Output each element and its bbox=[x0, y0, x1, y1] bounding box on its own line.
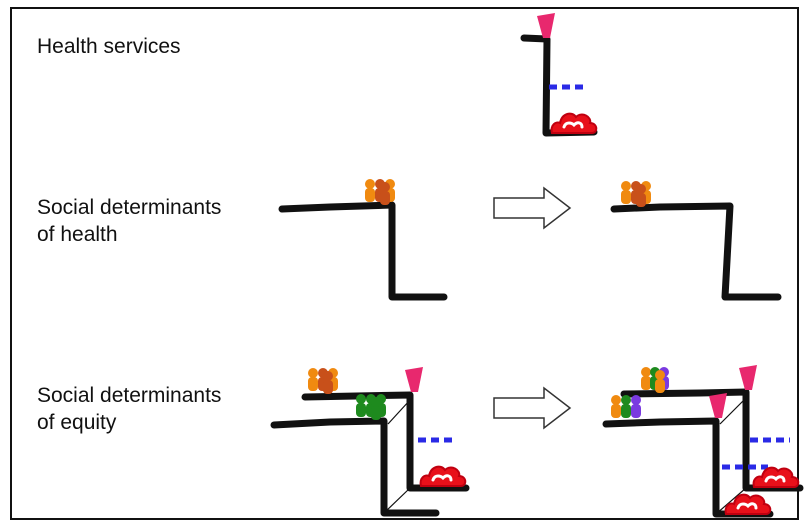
equity-cliffs-after bbox=[602, 365, 804, 518]
health-services-cliff bbox=[520, 13, 598, 137]
people-group-icon bbox=[621, 181, 651, 207]
health-cliff-after bbox=[610, 181, 782, 301]
row-label-social-determinants-equity: Social determinants of equity bbox=[37, 382, 221, 436]
people-group-icon bbox=[365, 179, 395, 205]
label-line: Health services bbox=[37, 35, 181, 58]
people-group-icon bbox=[611, 395, 641, 418]
label-line: Social determinants bbox=[37, 196, 222, 219]
equity-cliffs-before bbox=[270, 367, 470, 517]
row-label-health-services: Health services bbox=[37, 33, 181, 60]
row-label-social-determinants-health: Social determinants of health bbox=[37, 194, 221, 248]
label-line: of equity bbox=[37, 411, 117, 434]
health-cliff-before bbox=[278, 179, 448, 301]
label-line: Social determinants bbox=[37, 384, 222, 407]
people-group-icon bbox=[641, 367, 669, 393]
label-line: of health bbox=[37, 223, 118, 246]
people-group-icon bbox=[308, 368, 338, 394]
diagram-frame bbox=[10, 7, 799, 520]
people-group-icon bbox=[356, 394, 386, 420]
